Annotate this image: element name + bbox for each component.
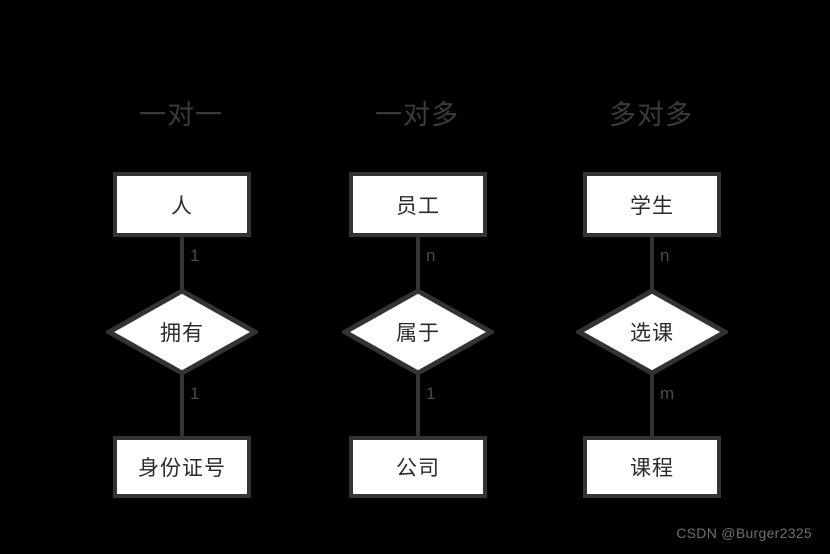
entity-box-student[interactable]: 学生 [583, 172, 721, 237]
watermark-text: CSDN @Burger2325 [676, 525, 812, 541]
cardinality-label-lower: 1 [190, 384, 200, 403]
entity-box-employee[interactable]: 员工 [349, 172, 487, 237]
er-group-one-to-many: 一对多 员工 n 属于 1 公司 [287, 0, 547, 554]
cardinality-label-upper: 1 [190, 246, 200, 265]
connector-line-upper [180, 236, 184, 290]
relationship-label-own: 拥有 [160, 322, 204, 345]
entity-box-company[interactable]: 公司 [349, 436, 487, 498]
connector-line-lower [180, 374, 184, 438]
diamond-shape-icon [576, 288, 728, 376]
diamond-shape-icon [106, 288, 258, 376]
connector-line-upper [416, 236, 420, 290]
cardinality-label-upper: n [660, 246, 670, 265]
connector-line-lower [416, 374, 420, 438]
group-heading-one-to-many: 一对多 [375, 100, 459, 130]
er-group-one-to-one: 一对一 人 1 拥有 1 身份证号 [51, 0, 311, 554]
entity-box-id-number[interactable]: 身份证号 [113, 436, 251, 498]
connector-line-upper [650, 236, 654, 290]
relationship-diamond-belong[interactable]: 属于 [342, 288, 494, 376]
connector-line-lower [650, 374, 654, 438]
entity-box-course[interactable]: 课程 [583, 436, 721, 498]
relationship-label-belong: 属于 [396, 322, 440, 345]
er-group-many-to-many: 多对多 学生 n 选课 m 课程 [521, 0, 781, 554]
relationship-label-enroll: 选课 [630, 322, 674, 345]
cardinality-label-lower: 1 [426, 384, 436, 403]
cardinality-label-upper: n [426, 246, 436, 265]
cardinality-label-lower: m [660, 384, 675, 403]
relationship-diamond-own[interactable]: 拥有 [106, 288, 258, 376]
diamond-shape-icon [342, 288, 494, 376]
group-heading-many-to-many: 多对多 [609, 100, 693, 130]
entity-box-person[interactable]: 人 [113, 172, 251, 237]
group-heading-one-to-one: 一对一 [139, 100, 223, 130]
relationship-diamond-enroll[interactable]: 选课 [576, 288, 728, 376]
